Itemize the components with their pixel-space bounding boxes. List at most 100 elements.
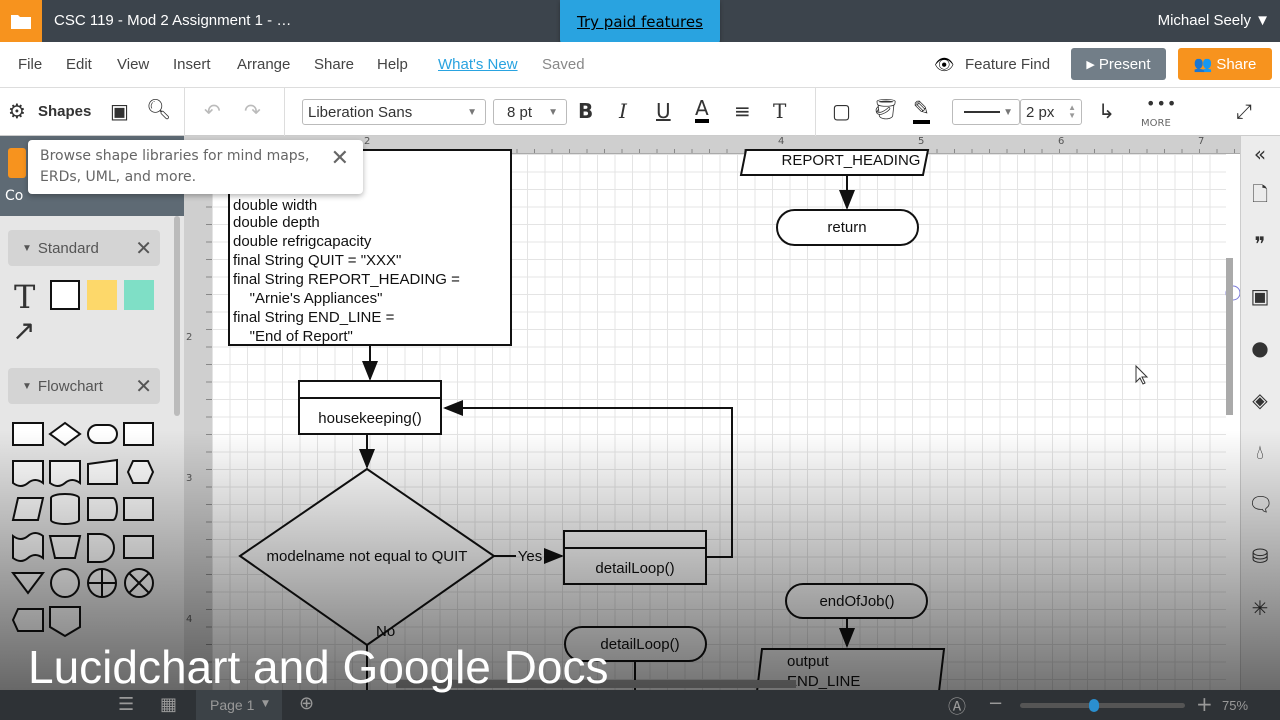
housekeeping-box[interactable] [298,380,442,435]
italic-icon[interactable]: I [619,99,627,123]
presentation-icon[interactable]: ▣ [1250,284,1270,308]
bold-icon[interactable]: B [578,99,594,123]
menu-view[interactable]: View [117,56,150,73]
zoom-slider[interactable] [1020,699,1185,712]
redo-icon[interactable]: ↷ [244,99,261,123]
stepper-arrows-icon[interactable]: ▲▼ [1068,103,1076,120]
text-shape[interactable]: T [14,278,36,316]
note-shape[interactable] [87,280,117,310]
share-button[interactable]: 👥Share [1178,48,1272,80]
bottom-bar: ☰ ▦ Page 1▼ ⊕ Ⓐ − + 75% [0,690,1280,720]
more-icon[interactable]: ••• [1146,94,1178,113]
play-icon: ▶ [1086,58,1095,71]
chevron-down-icon: ▼ [262,699,269,709]
chevron-down-icon: ▼ [1003,106,1013,118]
document-title[interactable]: CSC 119 - Mod 2 Assignment 1 - … [54,12,292,29]
menu-arrange[interactable]: Arrange [237,56,291,73]
library-name: Standard [37,239,99,257]
quote-icon[interactable]: ❞ [1254,232,1266,256]
library-standard[interactable]: ▼Standard✕ [8,230,160,266]
zoom-in-icon[interactable]: + [1196,692,1213,716]
menu-help[interactable]: Help [377,56,408,73]
shape-border-icon[interactable]: ▢ [832,99,851,123]
arrow-line-shape[interactable]: ↗ [12,314,36,347]
close-icon[interactable]: ✕ [135,375,152,398]
present-button[interactable]: ▶Present [1071,48,1166,80]
decl-line: double depth [233,214,320,231]
navigate-icon[interactable]: Ⓐ [948,697,966,718]
comment-icon[interactable]: 🗨︎ [1248,492,1274,516]
grid-view-icon[interactable]: ▦ [160,694,178,715]
line-color-icon[interactable]: ✎ [913,96,930,124]
library-name: Flowchart [37,377,103,395]
line-width-stepper[interactable]: 2 px▲▼ [1020,99,1082,125]
chevron-down-icon: ▼ [467,106,477,118]
fill-style-icon[interactable]: 💧︎ [1256,440,1264,464]
vertical-scrollbar[interactable] [1226,258,1233,415]
page-icon[interactable]: 🗋 [1251,182,1269,206]
sidebar-scrollbar[interactable] [174,216,180,416]
menu-insert[interactable]: Insert [173,56,211,73]
font-size-value: 8 pt [507,103,533,121]
zoom-out-icon[interactable]: − [988,693,1004,714]
decl-line: "End of Report" [233,328,353,345]
fullscreen-icon[interactable]: ⤢ [1236,99,1252,123]
font-value: Liberation Sans [308,103,413,121]
font-size-select[interactable]: 8 pt▼ [493,99,567,125]
colored-block-shape[interactable] [124,280,154,310]
end-line-label: END_LINE [787,673,860,690]
library-flowchart[interactable]: ▼Flowchart✕ [8,368,160,404]
gear-icon[interactable]: ⚙ [8,99,26,123]
zoom-level-select[interactable]: 75% [1222,698,1249,713]
layers-icon[interactable]: ◈ [1252,388,1268,412]
list-view-icon[interactable]: ☰ [118,694,135,715]
more-button[interactable]: MORE [1141,118,1171,129]
theme-icon[interactable]: ● [1251,336,1269,360]
feature-find-button[interactable]: Feature Find [965,56,1051,73]
page-tab[interactable]: Page 1▼ [196,690,282,720]
zoom-slider-handle[interactable] [1089,699,1100,712]
ruler-label: 4 [778,136,785,147]
menu-edit[interactable]: Edit [66,56,92,73]
image-icon[interactable]: ▣ [110,99,129,123]
partial-label: Co [5,188,24,204]
add-page-icon[interactable]: ⊕ [299,693,315,714]
align-icon[interactable]: ≡ [734,99,751,123]
orange-tab[interactable] [8,148,26,178]
menu-file[interactable]: File [18,56,43,73]
rectangle-shape[interactable] [50,280,80,310]
user-menu[interactable]: Michael Seely ▼ [1157,12,1270,29]
undo-icon[interactable]: ↶ [204,99,221,123]
folder-icon[interactable] [0,0,42,42]
ruler-label: 7 [1198,136,1205,147]
detail-loop-label: detailLoop() [595,560,674,577]
connector-style-icon[interactable]: ↳ [1098,99,1115,123]
try-paid-features-link[interactable]: Try paid features [560,0,720,44]
divider [184,88,185,136]
mouse-cursor-icon [1135,364,1149,385]
whats-new-link[interactable]: What's New [438,56,518,73]
ruler-label: 2 [186,332,193,343]
database-icon[interactable]: ⛁ [1251,544,1269,568]
decl-line: final String QUIT = "XXX" [233,252,401,269]
divider [815,88,816,136]
text-options-icon[interactable]: T [773,99,787,123]
close-icon[interactable]: ✕ [135,237,152,260]
report-heading-output[interactable] [739,149,930,176]
decl-line: double width [233,197,317,214]
return-label: return [827,219,866,236]
font-select[interactable]: Liberation Sans ▼ [302,99,486,125]
close-icon[interactable]: ✕ [330,146,349,171]
underline-icon[interactable]: U [656,99,671,123]
text-color-icon[interactable]: A [695,97,709,123]
search-icon[interactable]: 🔍︎ [146,97,172,121]
share-label: Share [1216,55,1257,73]
magic-wand-icon[interactable]: ✳ [1251,596,1269,620]
menu-share[interactable]: Share [314,56,355,73]
line-style-preview [964,111,1000,113]
collapse-icon[interactable]: « [1253,142,1267,166]
shapes-button[interactable]: Shapes [38,103,92,120]
return-terminal[interactable] [776,209,919,246]
line-style-select[interactable]: ▼ [952,99,1020,125]
fill-color-icon[interactable]: 🪣︎ [873,97,899,121]
